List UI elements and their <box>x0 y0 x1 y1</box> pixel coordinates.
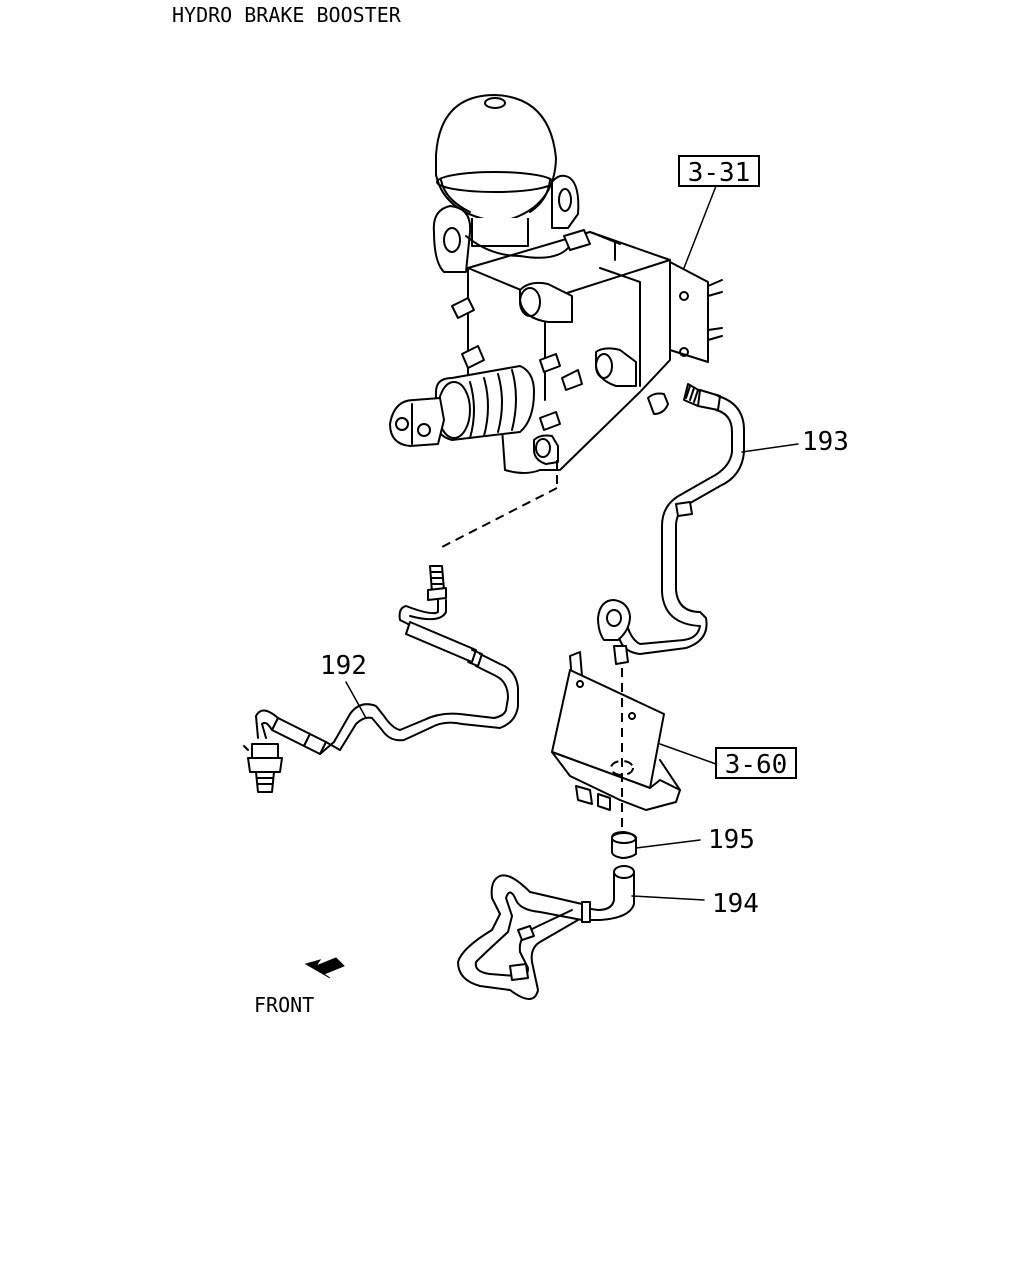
callout-3-60: 3-60 <box>659 743 797 780</box>
push-rod-boot <box>435 365 535 441</box>
clevis <box>389 397 445 447</box>
callout-195-label: 195 <box>708 825 755 855</box>
reservoir-tank <box>435 94 557 247</box>
callout-194-label: 194 <box>712 889 759 919</box>
front-arrow-icon <box>304 957 345 979</box>
callout-193-label: 193 <box>802 427 849 457</box>
body-bolts <box>451 297 583 431</box>
bracket-3-60 <box>551 651 681 840</box>
brake-booster-assembly <box>389 94 723 488</box>
pipe-193 <box>597 383 745 665</box>
pipe-192 <box>243 487 558 793</box>
callout-3-60-label: 3-60 <box>725 750 788 780</box>
mounting-flange <box>669 261 723 363</box>
callout-193: 193 <box>741 427 849 457</box>
callout-192: 192 <box>320 651 367 719</box>
callout-3-31: 3-31 <box>678 155 760 269</box>
callout-3-31-label: 3-31 <box>688 158 751 188</box>
callout-192-label: 192 <box>320 651 367 681</box>
clip-195: 195 <box>611 825 755 859</box>
diagram-title: HYDRO BRAKE BOOSTER <box>172 3 402 27</box>
front-label: FRONT <box>254 993 314 1017</box>
hose-194: 194 <box>457 865 759 1000</box>
